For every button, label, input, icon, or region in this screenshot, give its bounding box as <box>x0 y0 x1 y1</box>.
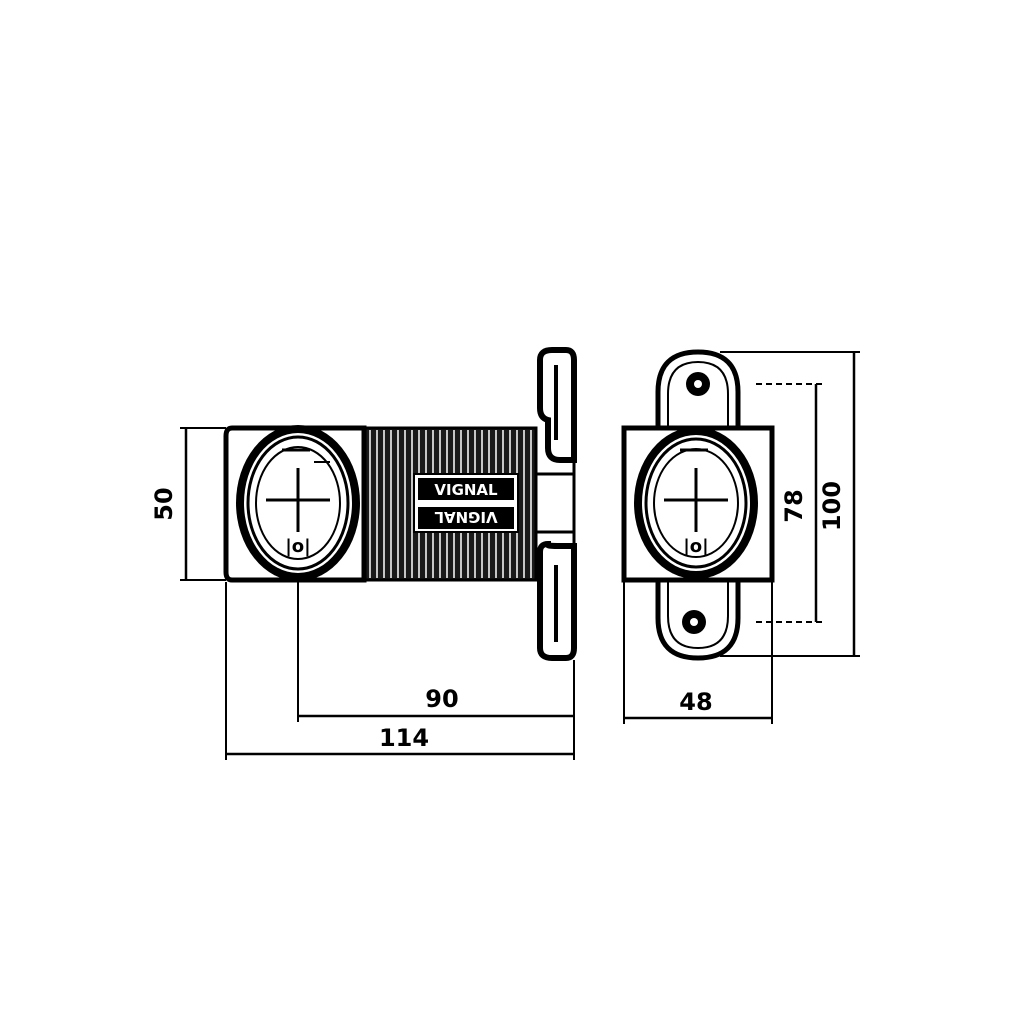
mounting-flange <box>537 347 577 661</box>
lamp-lens-icon: |o| <box>266 448 330 557</box>
brand-text-upper: VIGNAL <box>434 481 498 499</box>
dim-label-100: 100 <box>818 481 846 531</box>
dimension-78: 78 <box>756 383 822 623</box>
mounting-hole-icon <box>682 372 710 634</box>
dimension-100: 100 <box>720 351 860 657</box>
dim-label-90: 90 <box>425 685 458 713</box>
svg-text:|o|: |o| <box>285 536 311 557</box>
dimension-48: 48 <box>623 582 773 724</box>
dim-label-78: 78 <box>780 489 808 522</box>
dim-label-50: 50 <box>150 487 178 520</box>
lamp-housing-side: |o| <box>223 425 367 583</box>
front-view: |o| 48 78 100 <box>621 349 860 724</box>
dim-label-48: 48 <box>679 688 712 716</box>
dimension-114: 114 <box>225 582 574 760</box>
side-view: VIGNAL VIGNAL |o| 50 <box>150 347 577 760</box>
ribbed-arm: VIGNAL VIGNAL <box>362 426 574 582</box>
dimension-50: 50 <box>150 427 226 581</box>
brand-text-lower: VIGNAL <box>434 508 498 526</box>
mounting-plate-front <box>655 349 741 661</box>
dim-label-114: 114 <box>379 724 429 752</box>
dimension-90: 90 <box>297 582 575 760</box>
svg-text:|o|: |o| <box>683 536 709 557</box>
lamp-housing-front: |o| <box>621 425 775 583</box>
lamp-lens-icon: |o| <box>664 448 728 557</box>
